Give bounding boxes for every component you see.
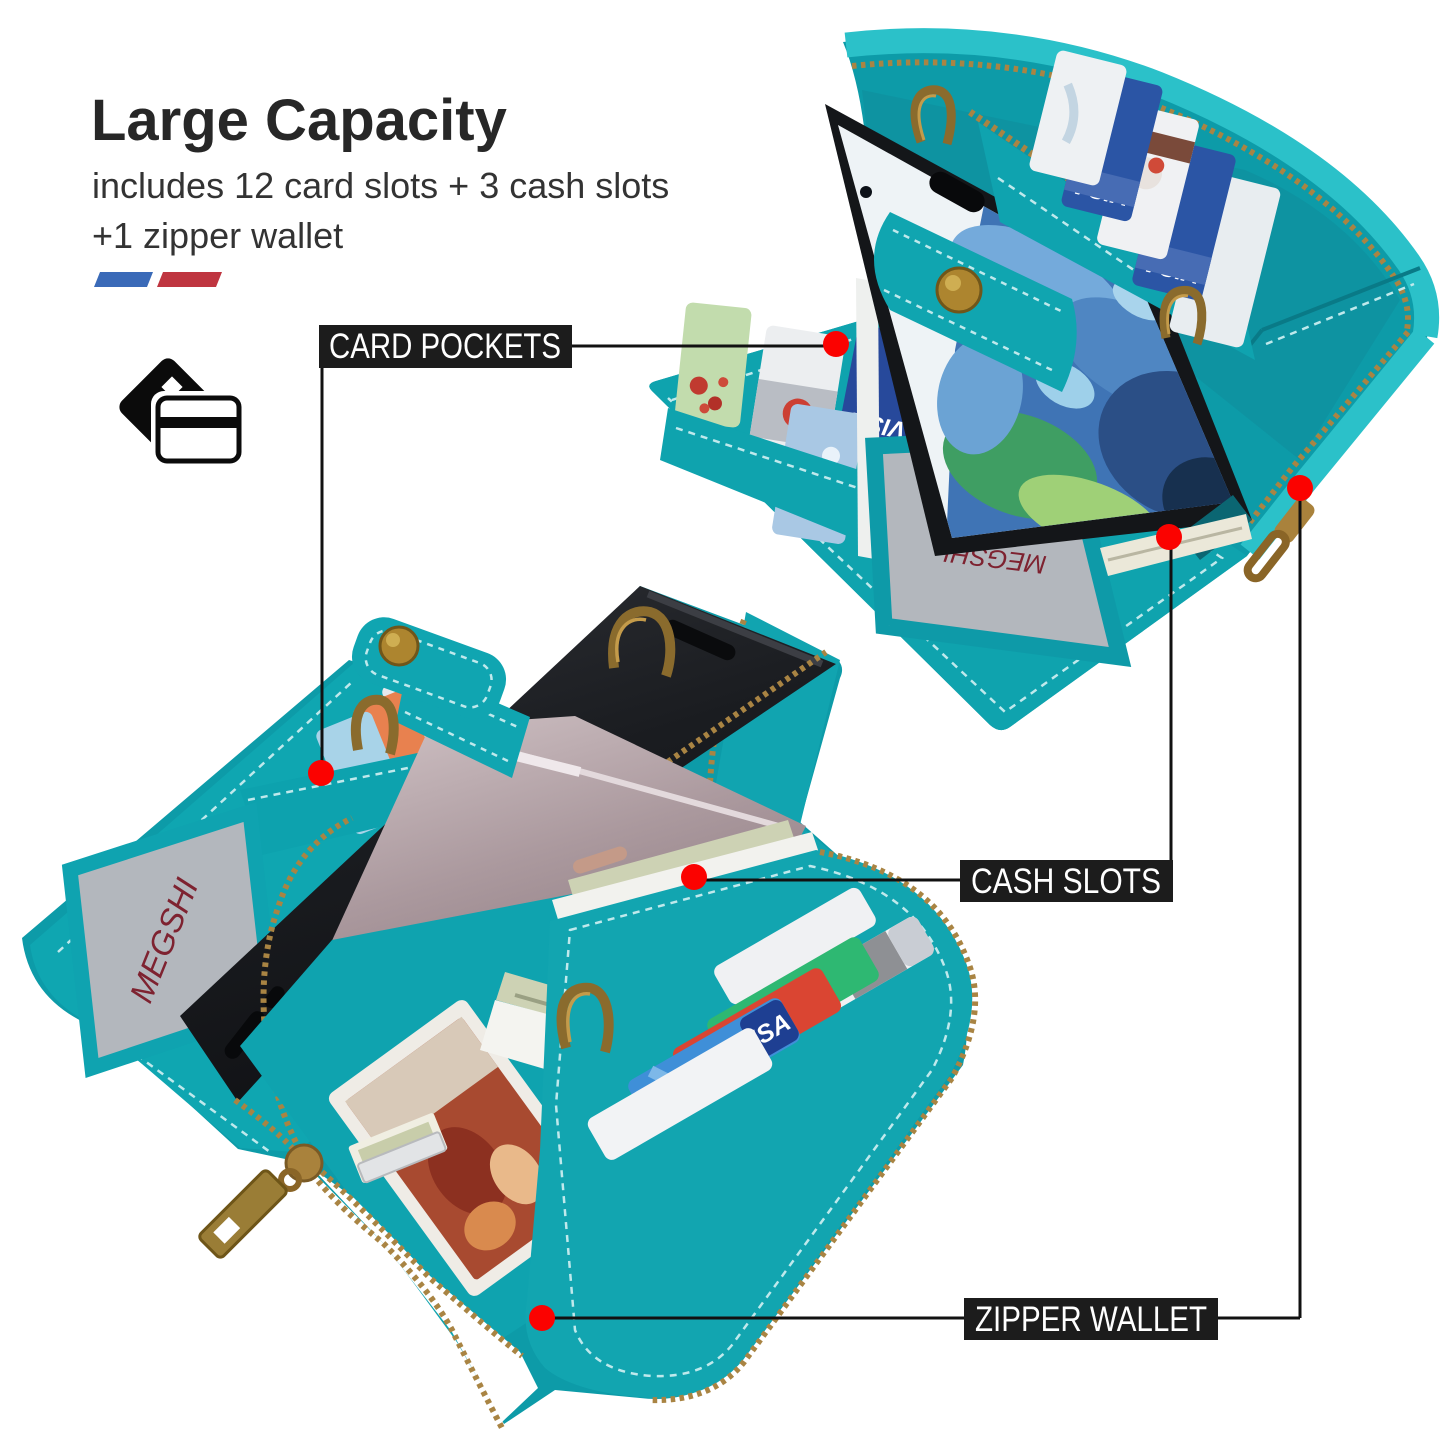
svg-text:ZIPPER WALLET: ZIPPER WALLET	[975, 1300, 1207, 1339]
svg-text:includes 12 card slots + 3 cas: includes 12 card slots + 3 cash slots	[92, 165, 669, 206]
svg-text:CASH SLOTS: CASH SLOTS	[971, 862, 1161, 901]
svg-text:Large Capacity: Large Capacity	[91, 88, 507, 153]
svg-text:CARD POCKETS: CARD POCKETS	[329, 327, 561, 366]
svg-text:+1 zipper wallet: +1 zipper wallet	[92, 215, 343, 256]
